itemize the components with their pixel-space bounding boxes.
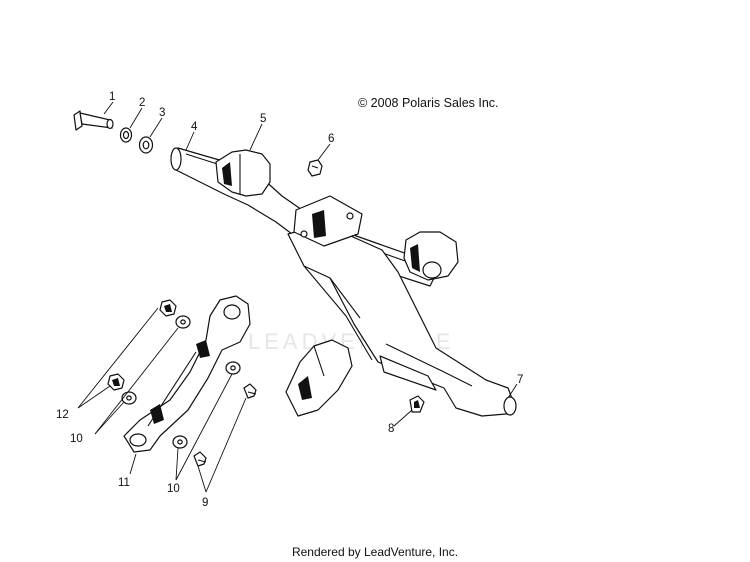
part-10-washer-upper-left[interactable] — [175, 315, 191, 329]
callout-12: 12 — [56, 409, 69, 421]
right-clamp-bracket — [403, 231, 459, 281]
part-6-nut[interactable] — [307, 159, 323, 177]
callout-8: 8 — [388, 423, 394, 435]
callout-2: 2 — [139, 97, 145, 109]
callout-10-left: 10 — [70, 433, 83, 445]
part-9-bolt-lower[interactable] — [193, 451, 207, 467]
part-10-washer-upper-right[interactable] — [225, 361, 241, 375]
copyright-notice: © 2008 Polaris Sales Inc. — [358, 96, 499, 110]
footer-credit: Rendered by LeadVenture, Inc. — [291, 545, 459, 559]
callout-5: 5 — [260, 113, 266, 125]
lower-clamp — [285, 339, 353, 417]
part-12-nut-upper[interactable] — [159, 299, 177, 317]
part-1-bolt[interactable] — [73, 110, 114, 131]
pivot-yoke-plates — [293, 195, 363, 247]
leader-lines — [77, 101, 518, 493]
callout-9: 9 — [202, 497, 208, 509]
part-7-swing-arm[interactable] — [287, 223, 517, 417]
part-11-torque-link[interactable] — [123, 295, 251, 453]
callout-labels: 1 2 3 4 5 6 7 8 9 10 10 11 12 — [56, 91, 523, 509]
callout-1: 1 — [109, 91, 115, 103]
part-8-nut[interactable] — [409, 395, 425, 413]
callout-10-right: 10 — [167, 483, 180, 495]
part-10-washer-lower-right[interactable] — [172, 435, 188, 449]
callout-3: 3 — [159, 107, 165, 119]
part-12-nut-lower[interactable] — [107, 373, 125, 391]
part-3-washer[interactable] — [138, 136, 154, 154]
callout-7: 7 — [517, 374, 523, 386]
callout-4: 4 — [191, 121, 198, 133]
callout-6: 6 — [328, 133, 334, 145]
part-5-clamp-bracket[interactable] — [215, 149, 271, 197]
part-9-bolt-upper[interactable] — [243, 383, 257, 399]
part-2-lock-washer[interactable] — [119, 127, 133, 143]
callout-11: 11 — [118, 477, 130, 489]
